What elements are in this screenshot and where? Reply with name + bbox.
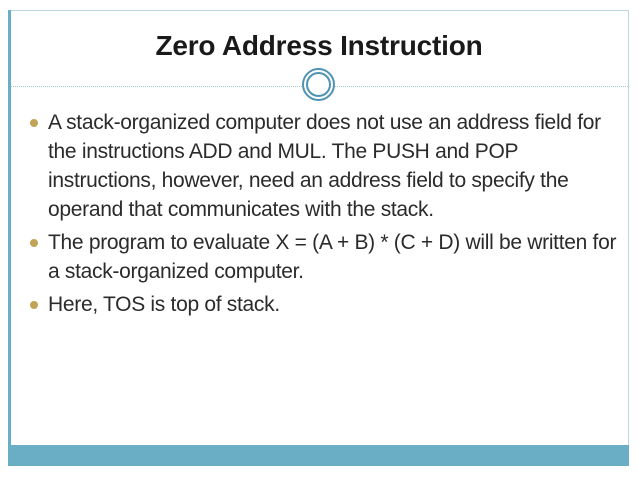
slide-border-top [10,10,629,11]
slide-border-right [628,10,629,466]
bullet-list: A stack-organized computer does not use … [30,108,622,323]
bullet-text: Here, TOS is top of stack. [48,293,280,316]
bullet-icon [30,119,38,127]
bullet-icon [30,301,38,309]
list-item: A stack-organized computer does not use … [30,108,622,224]
bullet-icon [30,239,38,247]
double-circle-ornament-icon [302,68,335,101]
slide-accent-bottom-bar [8,445,629,466]
slide-accent-left-bar [8,10,11,466]
slide-title: Zero Address Instruction [155,30,483,61]
bullet-text: A stack-organized computer does not use … [48,111,601,221]
double-circle-ornament-inner-ring [306,72,331,97]
list-item: Here, TOS is top of stack. [30,290,622,319]
list-item: The program to evaluate X = (A + B) * (C… [30,228,622,286]
bullet-text: The program to evaluate X = (A + B) * (C… [48,231,617,283]
